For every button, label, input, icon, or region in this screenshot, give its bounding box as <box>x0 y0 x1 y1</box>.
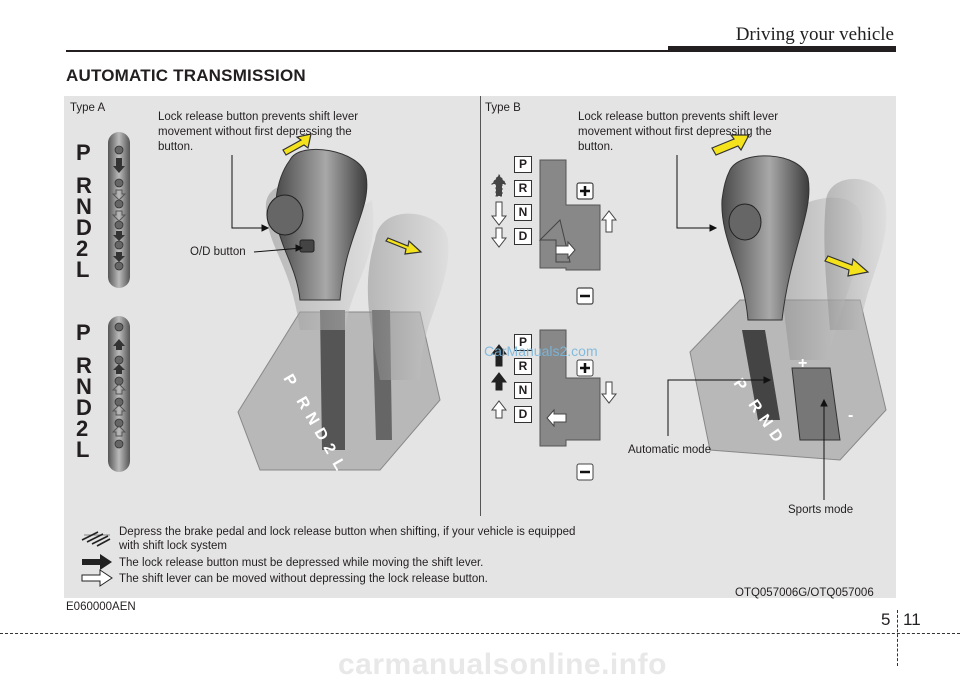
gate-letter: N <box>514 382 532 399</box>
gate-letter: D <box>76 395 92 420</box>
type-b-gate-diagram-top <box>490 159 618 305</box>
svg-text:-: - <box>848 407 853 424</box>
type-b-lock-callout: Lock release button prevents shift lever… <box>578 111 779 153</box>
gate-letter: N <box>76 374 92 399</box>
type-b-gate-diagram-bottom <box>490 329 618 481</box>
footer-watermark: carmanualsonline.info <box>338 648 667 681</box>
legend-hatched-text: Depress the brake pedal and lock release… <box>119 526 576 552</box>
gate-letter: L <box>76 257 90 282</box>
type-a-label: Type A <box>70 102 106 114</box>
gate-letter: P <box>514 156 532 173</box>
arrow-icon <box>282 133 312 156</box>
legend-icons <box>81 531 113 587</box>
solid-arrow-icon <box>82 554 112 570</box>
gate-letter: D <box>514 406 532 423</box>
leader-line <box>231 155 268 229</box>
header-title: Driving your vehicle <box>735 24 894 45</box>
gate-letter: 2 <box>76 236 89 261</box>
arrow-icon <box>385 237 423 255</box>
gate-letter: D <box>514 228 532 245</box>
type-a-gate-diagram-release <box>108 316 130 472</box>
gate-letter: 2 <box>76 416 89 441</box>
type-a-gate-letters-bottom: P R N D 2 L <box>76 320 100 462</box>
gate-letter: D <box>76 215 92 240</box>
gate-letter: R <box>76 353 92 378</box>
type-b-shift-lever: P R N D + - <box>689 134 887 461</box>
gate-letter: P <box>76 320 91 345</box>
arrow-up-icon <box>111 339 127 437</box>
gate-letter: L <box>76 437 90 462</box>
legend-solid-text: The lock release button must be depresse… <box>119 557 484 569</box>
gate-letter: R <box>514 180 532 197</box>
doc-code: E060000AEN <box>66 601 136 613</box>
gate-letter: P <box>76 140 91 165</box>
figure-code: OTQ057006G/OTQ057006 <box>735 587 874 599</box>
type-b-gate-letters-bottom: P R N D <box>514 334 532 423</box>
type-a-lock-callout: Lock release button prevents shift lever… <box>158 111 359 153</box>
panel-divider <box>480 96 481 516</box>
automatic-mode-callout: Automatic mode <box>628 444 712 456</box>
gate-letter: R <box>514 358 532 375</box>
leader-line <box>667 379 770 436</box>
header-rule <box>66 50 896 52</box>
page-chapter: 5 <box>881 610 891 629</box>
gate-strip <box>108 132 130 288</box>
svg-text:+: + <box>798 355 807 372</box>
sports-mode-callout: Sports mode <box>788 504 854 516</box>
gate-letter: R <box>76 173 92 198</box>
od-button-callout: O/D button <box>190 246 246 258</box>
header-rule-accent <box>668 46 896 52</box>
page-number: 11 <box>903 610 921 629</box>
section-title: AUTOMATIC TRANSMISSION <box>66 66 306 85</box>
arrow-icon <box>711 134 750 156</box>
hatched-arrow-icon <box>81 531 111 547</box>
arrow-icon <box>824 255 870 277</box>
outline-arrow-icon <box>81 569 113 587</box>
type-a-gate-diagram-shift-lock <box>108 132 130 288</box>
watermark: CarManuals2.com <box>484 343 598 359</box>
arrow-down-icon <box>111 158 127 262</box>
type-a-shift-lever: P R N D 2 L <box>237 133 449 474</box>
gate-letter: P <box>514 334 532 351</box>
type-a-gate-letters-top: P R N D 2 L <box>76 140 100 282</box>
page-divider <box>897 610 898 666</box>
legend-outline-text: The shift lever can be moved without dep… <box>119 573 488 585</box>
type-b-label: Type B <box>485 102 521 114</box>
type-b-gate-letters-top: P R N D <box>514 156 532 245</box>
gate-letter: N <box>514 204 532 221</box>
leader-line <box>253 247 303 253</box>
footer-rule <box>0 633 960 634</box>
gate-letter: N <box>76 194 92 219</box>
legend-band <box>64 516 896 598</box>
leader-line <box>676 155 716 229</box>
